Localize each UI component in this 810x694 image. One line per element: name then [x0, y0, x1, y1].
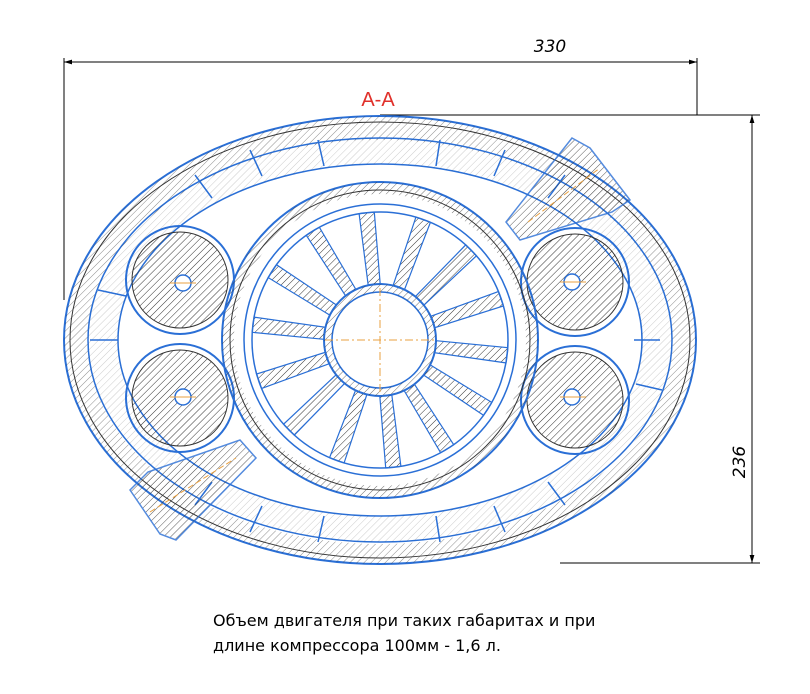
caption: Объем двигателя при таких габаритах и пр…: [213, 608, 683, 658]
rotor-spoke: [267, 263, 338, 316]
cylinder-upper-left: [125, 225, 235, 335]
cylinder-lower-left: [125, 343, 235, 453]
height-value: 236: [730, 446, 750, 479]
rotor-spoke: [305, 226, 357, 297]
rotor-spoke: [255, 351, 331, 390]
rotor-spoke: [422, 364, 493, 417]
rotor-spoke: [358, 211, 381, 286]
rotor-spoke: [403, 383, 455, 454]
width-dimension: 330: [63, 37, 698, 300]
lower-left-port: [129, 439, 258, 541]
rotor-spoke: [429, 290, 505, 329]
section-label: А-А: [361, 89, 395, 111]
rotor-spoke: [328, 389, 368, 464]
rotor-spoke: [379, 394, 402, 469]
upper-right-port: [505, 137, 632, 241]
rotor-spoke: [433, 340, 509, 364]
rotor-centerlines: [325, 288, 435, 392]
rotor-spoke: [392, 216, 432, 291]
rotor-spoke: [282, 373, 346, 436]
rotor-spoke: [414, 244, 478, 307]
caption-line-1: Объем двигателя при таких габаритах и пр…: [213, 611, 596, 630]
rotor-spoke: [251, 316, 327, 340]
height-dimension: 236: [380, 114, 760, 564]
width-value: 330: [534, 37, 566, 57]
caption-line-2: длине компрессора 100мм - 1,6 л.: [213, 636, 501, 655]
rotor-spokes: [251, 211, 509, 469]
